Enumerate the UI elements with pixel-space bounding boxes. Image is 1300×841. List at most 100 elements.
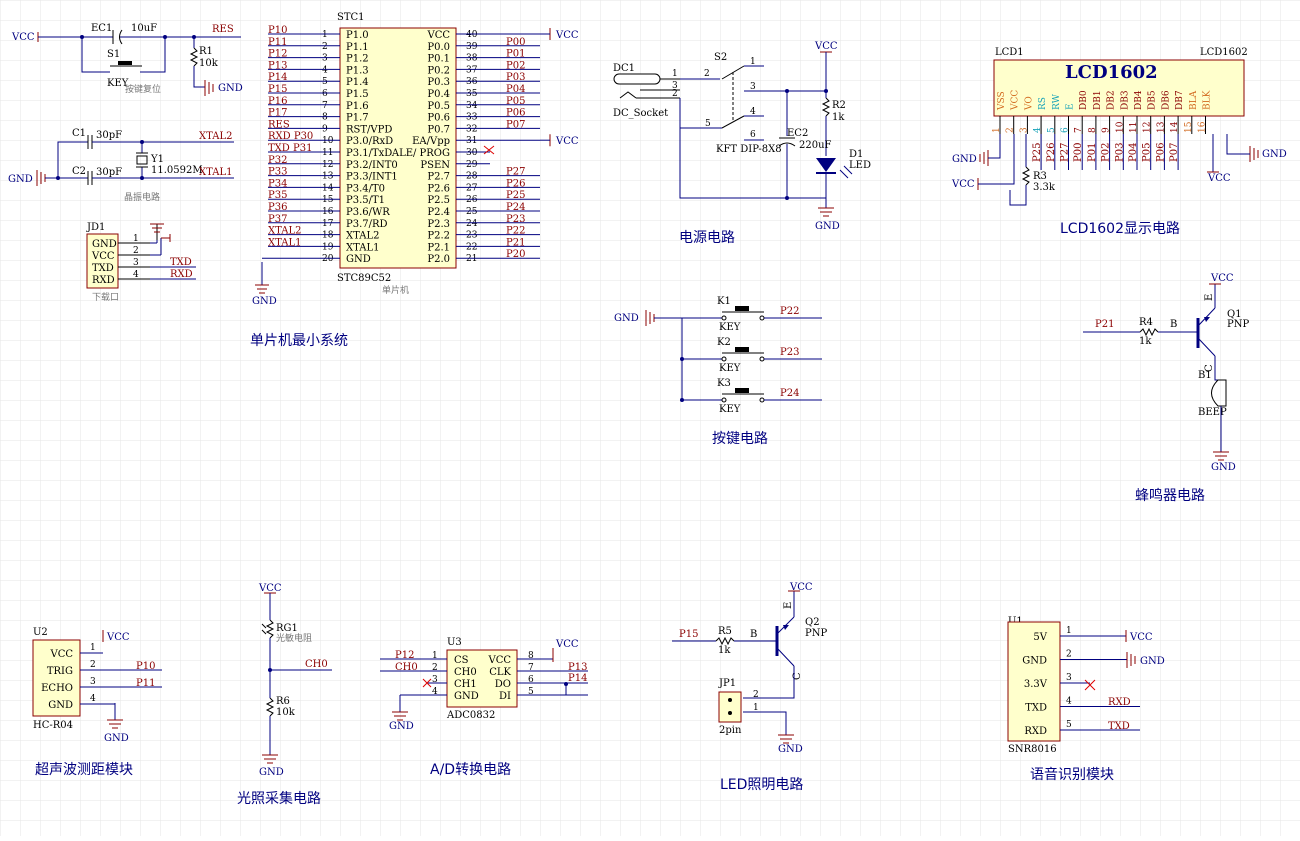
mcu-pin-number: 30	[466, 148, 478, 158]
p12-net: P12	[395, 650, 414, 661]
mcu-pin-name: P2.4	[427, 207, 450, 218]
d1-led: LED	[849, 160, 871, 171]
mcu-pin-name: P3.6/WR	[346, 207, 390, 218]
s2-pin: 1	[750, 57, 756, 67]
switch-part: KFT DIP-8X8	[716, 144, 782, 155]
crystal-circuit: GND C1 30pF C2 30pF Y1 11.0592M XTAL2 XT…	[8, 128, 234, 203]
mcu-pin-number: 17	[322, 219, 334, 229]
r3-ref: R3	[1033, 171, 1047, 182]
lcd-net-label: P04	[1128, 143, 1139, 162]
key-ref: K2	[717, 337, 731, 348]
mcu-pin-number: 2	[322, 42, 328, 52]
s2-ref: S2	[714, 52, 727, 63]
u3-pin-name: VCC	[487, 655, 511, 666]
mcu-pin-name: P2.1	[427, 242, 450, 253]
jp1-pin: 2	[753, 690, 759, 700]
mcu-net-label: P37	[268, 214, 287, 225]
mcu-pin-name: P1.0	[346, 30, 369, 41]
mcu-pin-number: 7	[322, 101, 328, 111]
gnd-label: GND	[8, 174, 33, 185]
mcu-pin-number: 33	[466, 113, 478, 123]
mcu-pin-name: P0.6	[427, 113, 450, 124]
mcu-net-label: P23	[506, 214, 525, 225]
mcu-pin-number: 26	[466, 195, 478, 205]
mcu-net-label: P12	[268, 49, 287, 60]
u1-pin-number: 5	[1066, 720, 1072, 730]
mcu-net-label: P24	[506, 202, 525, 213]
mcu-net-label: P00	[506, 37, 525, 48]
ch0-net: CH0	[395, 662, 418, 673]
mcu-net-label: XTAL2	[268, 226, 301, 237]
key-net: P22	[780, 306, 799, 317]
mcu-net-label: P25	[506, 190, 525, 201]
mcu-net-label: P22	[506, 226, 525, 237]
ch0-net: CH0	[305, 659, 328, 670]
xtal1-net: XTAL1	[199, 167, 232, 178]
mcu-net-label: RES	[268, 119, 290, 130]
mcu-pin-name: XTAL2	[346, 231, 379, 242]
b1-ref: B1	[1198, 370, 1212, 381]
c-label: C	[792, 672, 803, 680]
mcu-pin-number: 29	[466, 160, 478, 170]
mcu-net-label: RXD P30	[268, 131, 313, 142]
mcu-pin-number: 27	[466, 183, 478, 193]
s1-key: KEY	[107, 78, 129, 89]
mcu-stc89c52: STC1 STC89C52 单片机 P1.01P10P1.12P11P1.23P…	[252, 12, 579, 307]
mcu-pin-number: 6	[322, 89, 328, 99]
jd1-pin-name: TXD	[92, 263, 114, 274]
p14-net: P14	[568, 673, 587, 684]
mcu-net-label: P15	[268, 84, 287, 95]
lcd-net-label: P26	[1046, 143, 1057, 162]
mcu-pin-name: P1.1	[346, 42, 369, 53]
lcd-pin-name: RS	[1038, 97, 1048, 110]
u3-pin-number: 1	[432, 651, 438, 661]
u1-pin-number: 1	[1066, 626, 1072, 636]
ec1-value: 10uF	[131, 23, 157, 34]
jp1-body	[718, 691, 742, 723]
key-label: KEY	[719, 322, 741, 333]
lcd-net-label: P27	[1060, 143, 1071, 162]
mcu-pin-number: 4	[322, 65, 328, 75]
lcd-pin-name: DB0	[1079, 90, 1089, 110]
vcc-label: VCC	[1129, 632, 1153, 643]
jd1-net: RXD	[170, 269, 193, 280]
b-label: B	[1170, 319, 1177, 330]
light-sensor-circuit: VCC RG1 光敏电阻 CH0 R6 10k GND	[258, 583, 332, 778]
mcu-pin-number: 40	[466, 30, 478, 40]
gnd-label: GND	[778, 744, 803, 755]
lcd-pin-name: DB1	[1093, 90, 1103, 110]
s2-pin: 4	[750, 107, 756, 117]
rxd-net: RXD	[1108, 697, 1131, 708]
gnd-label: GND	[218, 83, 243, 94]
mcu-pin-name: P3.0/RxD	[346, 136, 393, 147]
ec2-value: 220uF	[799, 140, 832, 151]
mcu-pin-number: 39	[466, 42, 478, 52]
u3-ref: U3	[447, 637, 462, 648]
junction	[824, 89, 828, 93]
u3-pin-name: CH0	[454, 667, 477, 678]
u1-pin-number: 3	[1066, 673, 1072, 683]
mcu-pin-name: ALE/ PROG	[391, 148, 450, 159]
mcu-net-label: P35	[268, 190, 287, 201]
lcd-part: LCD1602	[1200, 47, 1248, 58]
gnd-label: GND	[1211, 462, 1236, 473]
mcu-pin-name: P2.2	[427, 231, 450, 242]
u2-pin-number: 1	[90, 643, 96, 653]
mcu-pin-name: P0.3	[427, 77, 450, 88]
key-cap	[735, 347, 749, 352]
mcu-net-label: TXD P31	[268, 143, 312, 154]
mcu-net-label: P36	[268, 202, 287, 213]
p21-net: P21	[1095, 319, 1114, 330]
u3-pin-name: CLK	[489, 667, 511, 678]
mcu-pin-number: 38	[466, 54, 478, 64]
jd1-pin-number: 3	[133, 258, 139, 268]
mcu-pin-number: 1	[322, 30, 328, 40]
u2-pin-name: VCC	[49, 649, 73, 660]
jd1-net: TXD	[170, 257, 192, 268]
lcd-pin-name: DB5	[1148, 90, 1158, 110]
r4-ref: R4	[1139, 317, 1153, 328]
ec2-ref: EC2	[787, 128, 808, 139]
mcu-pin-name: P3.2/INT0	[346, 160, 398, 171]
d1-ref: D1	[849, 149, 863, 160]
